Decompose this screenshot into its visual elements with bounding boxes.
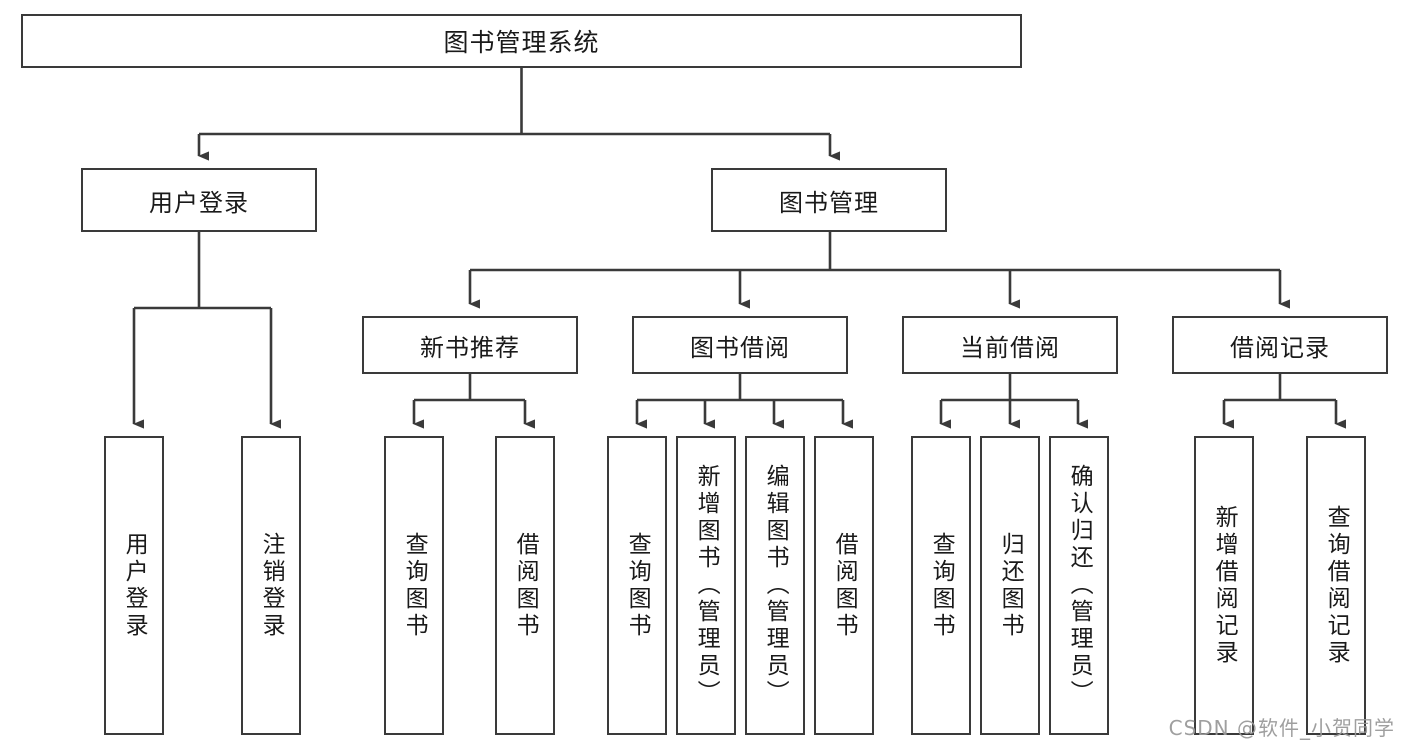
node-label: 编辑图书（管理员）	[762, 464, 789, 707]
node-label: 图书借阅	[690, 333, 790, 362]
leaf-user-login[interactable]: 用户登录	[104, 436, 164, 735]
leaf-add-book-admin[interactable]: 新增图书（管理员）	[676, 436, 736, 735]
node-label: 用户登录	[121, 531, 148, 640]
node-label: 借阅图书	[831, 531, 858, 640]
node-borrow-record[interactable]: 借阅记录	[1172, 316, 1388, 374]
node-label: 当前借阅	[960, 333, 1060, 362]
node-label: 借阅图书	[512, 531, 539, 640]
node-user-login[interactable]: 用户登录	[81, 168, 317, 232]
leaf-borrow-book[interactable]: 借阅图书	[814, 436, 874, 735]
node-label: 新增图书（管理员）	[693, 464, 720, 707]
node-label: 查询借阅记录	[1323, 504, 1350, 667]
leaf-add-borrow-record[interactable]: 新增借阅记录	[1194, 436, 1254, 735]
leaf-edit-book-admin[interactable]: 编辑图书（管理员）	[745, 436, 805, 735]
node-label: 新增借阅记录	[1211, 504, 1238, 667]
watermark-text: CSDN @软件_小贺同学	[1168, 716, 1395, 740]
node-label: 确认归还（管理员）	[1066, 464, 1093, 707]
node-label: 注销登录	[258, 531, 285, 640]
node-label: 新书推荐	[420, 333, 520, 362]
node-label: 用户登录	[149, 188, 249, 217]
node-new-book-recommend[interactable]: 新书推荐	[362, 316, 578, 374]
node-label: 图书管理	[779, 188, 879, 217]
node-current-borrow[interactable]: 当前借阅	[902, 316, 1118, 374]
node-label: 查询图书	[401, 531, 428, 640]
node-label: 图书管理系统	[443, 28, 600, 57]
node-book-borrow[interactable]: 图书借阅	[632, 316, 848, 374]
leaf-logout[interactable]: 注销登录	[241, 436, 301, 735]
leaf-return-book[interactable]: 归还图书	[980, 436, 1040, 735]
node-label: 借阅记录	[1230, 333, 1330, 362]
leaf-query-borrow-record[interactable]: 查询借阅记录	[1306, 436, 1366, 735]
leaf-query-book-borrow[interactable]: 查询图书	[607, 436, 667, 735]
leaf-confirm-return-admin[interactable]: 确认归还（管理员）	[1049, 436, 1109, 735]
node-label: 查询图书	[624, 531, 651, 640]
leaf-query-book-current[interactable]: 查询图书	[911, 436, 971, 735]
node-label: 查询图书	[928, 531, 955, 640]
node-root-system[interactable]: 图书管理系统	[21, 14, 1022, 68]
leaf-borrow-book-recommend[interactable]: 借阅图书	[495, 436, 555, 735]
node-label: 归还图书	[997, 531, 1024, 640]
node-book-management[interactable]: 图书管理	[711, 168, 947, 232]
leaf-query-book-recommend[interactable]: 查询图书	[384, 436, 444, 735]
